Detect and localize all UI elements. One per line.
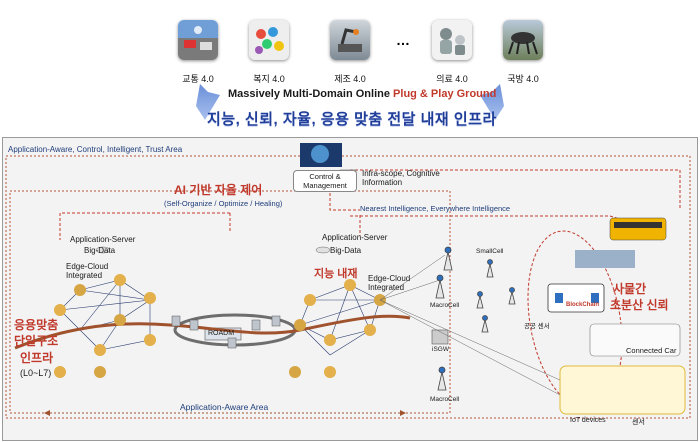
medical-icon — [432, 20, 472, 60]
macrocell-label-bottom: MacroCell — [430, 396, 460, 403]
domain-label: 의료 4.0 — [436, 74, 468, 84]
sensor-label: 센서 — [632, 419, 645, 426]
left-title-line3: 인프라 — [20, 351, 54, 365]
smallcell-label: SmallCell — [476, 248, 504, 255]
bus-image — [609, 217, 667, 241]
expand-arrows — [196, 84, 504, 120]
infra-scope-label: Infra-scope, Cognitive Information — [362, 169, 440, 187]
big-data-right: Big-Data — [330, 246, 362, 255]
trust-title-line1: 사물간 — [613, 282, 647, 296]
left-title-line2: 단일구조 — [14, 334, 59, 348]
connected-car-box — [589, 323, 681, 357]
domain-label: 복지 4.0 — [253, 74, 285, 84]
roadm-label: ROADM — [208, 330, 235, 337]
domain-label: 제조 4.0 — [334, 74, 366, 84]
nearest-intelligence-label: Nearest Intelligence, Everywhere Intelli… — [360, 204, 511, 213]
app-aware-area-label: Application-Aware Area — [180, 402, 269, 412]
control-management-label: Control & Management — [293, 170, 357, 192]
welfare-icon — [249, 20, 289, 60]
trust-ellipse — [527, 230, 623, 410]
left-title-line1: 응용맞춤 — [14, 318, 59, 332]
self-organize-label: (Self-Organize / Optimize / Healing) — [164, 199, 283, 208]
banner-prefix: Massively Multi-Domain Online — [228, 88, 394, 100]
trust-title-line2: 초분산 신뢰 — [610, 298, 669, 312]
domain-label: 국방 4.0 — [507, 74, 539, 84]
banner-highlight: Plug & Play Ground — [393, 88, 497, 100]
ellipsis: … — [396, 32, 410, 48]
intelligent-area-frame — [5, 155, 691, 419]
backbone-line — [14, 314, 411, 350]
macrocell-label-top: MacroCell — [430, 302, 460, 309]
isgw-label: iSGW — [432, 346, 449, 353]
ai-control-title: AI 기반 자율 제어 — [174, 183, 263, 197]
connected-car-label: Connected Car — [626, 346, 677, 355]
intelligence-embedded-label: 지능 내재 — [314, 268, 358, 280]
blockchain-label: BlockChain — [566, 302, 600, 308]
infra-title: 지능, 신뢰, 자율, 응용 맞춤 전달 내재 인프라 — [207, 111, 497, 128]
domain-label: 교통 4.0 — [182, 74, 214, 84]
right-arrow-icon — [480, 84, 504, 120]
ai-brain-nodes — [54, 274, 386, 378]
blockchain-box — [547, 283, 605, 313]
iot-box — [559, 365, 686, 415]
traffic-icon — [178, 20, 218, 60]
big-data-left: Big-Data — [84, 246, 116, 255]
iot-devices-label: IoT devices — [570, 417, 606, 424]
public-sensor-label: 공공 센서 — [524, 323, 550, 330]
app-server-left: Application-Server — [70, 235, 136, 244]
edge-cloud-left: Edge-Cloud Integrated — [66, 262, 109, 280]
banner: Massively Multi-Domain Online Plug & Pla… — [228, 88, 496, 100]
defense-icon — [503, 20, 543, 60]
left-arrow-icon — [196, 84, 220, 120]
area-title: Application-Aware, Control, Intelligent,… — [8, 145, 183, 154]
edge-cloud-right: Edge-Cloud Integrated — [368, 274, 411, 292]
app-server-right: Application-Server — [322, 233, 388, 242]
layers-label: (L0~L7) — [20, 368, 52, 378]
manufacturing-icon — [330, 20, 370, 60]
